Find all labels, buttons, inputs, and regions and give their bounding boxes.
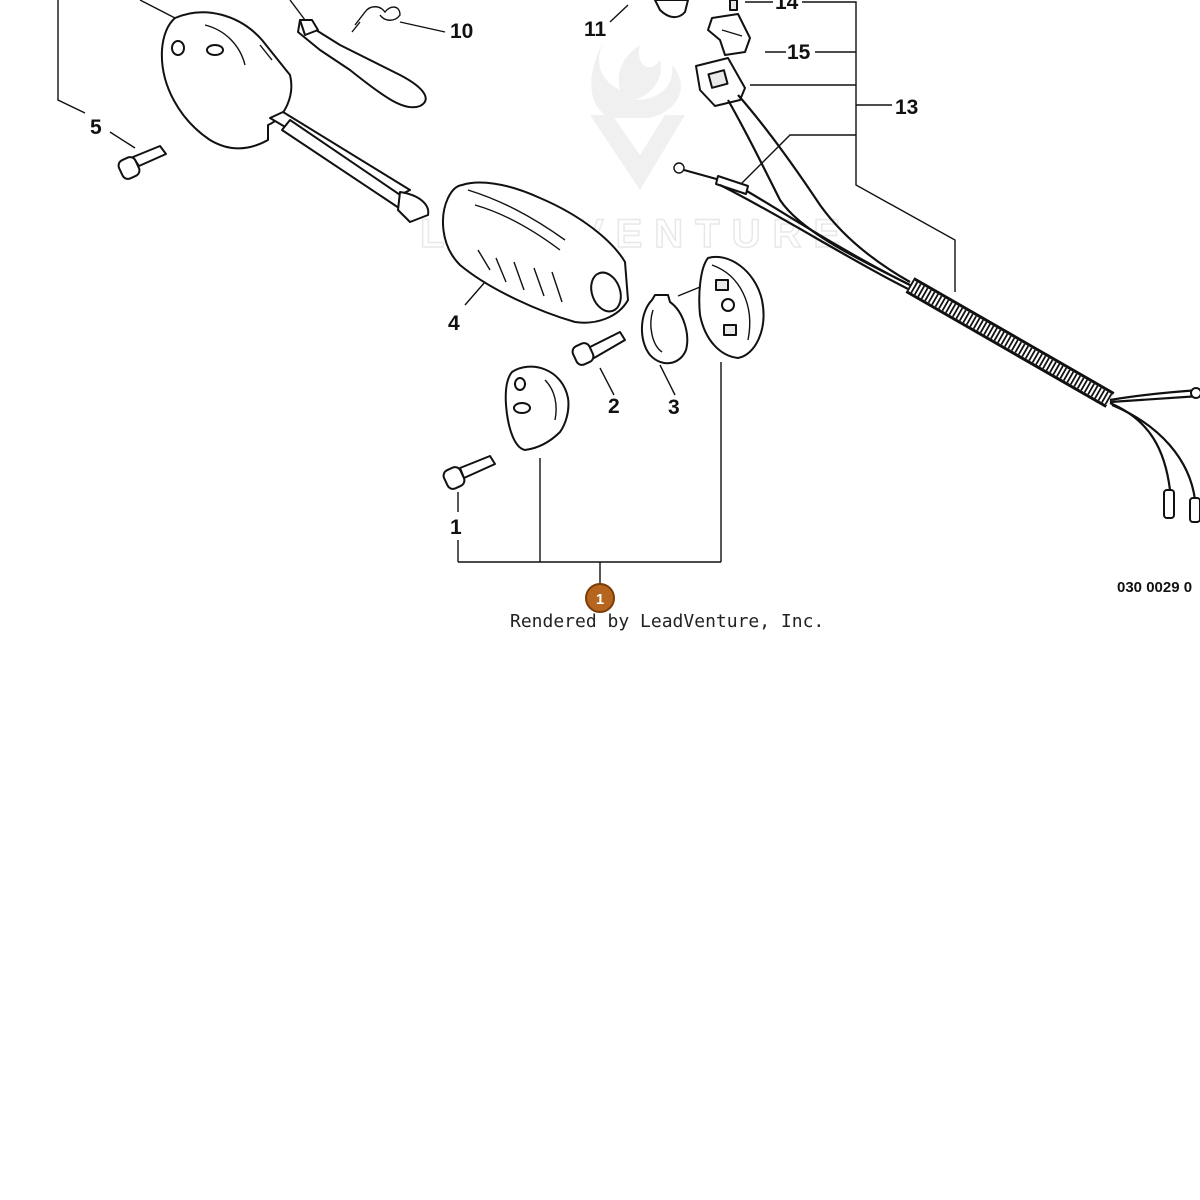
cover-piece bbox=[504, 365, 570, 451]
leader-10 bbox=[399, 21, 446, 33]
leader-7 bbox=[57, 0, 86, 114]
part-code: 030 0029 0 bbox=[1117, 579, 1192, 596]
part-15 bbox=[707, 13, 751, 56]
switch-13 bbox=[695, 57, 746, 107]
callout-7: 5 bbox=[90, 116, 102, 139]
callout-4: 3 bbox=[668, 396, 680, 419]
clamp-4 bbox=[640, 284, 706, 365]
callout-15: 15 bbox=[787, 41, 811, 64]
callout-2: 1 bbox=[450, 516, 462, 539]
part-11 bbox=[654, 0, 689, 18]
leader-11 bbox=[609, 4, 629, 23]
credit-text: Rendered by LeadVenture, Inc. bbox=[510, 611, 824, 632]
wire-harness bbox=[673, 94, 1200, 523]
spring-10 bbox=[351, 6, 401, 33]
grip-5 bbox=[442, 181, 629, 324]
screw-3 bbox=[571, 331, 626, 366]
callout-11: 11 bbox=[584, 18, 607, 41]
screw-2 bbox=[442, 455, 496, 490]
callout-5: 4 bbox=[448, 312, 460, 335]
leader-5 bbox=[464, 281, 486, 306]
part-14 bbox=[729, 0, 738, 11]
callout-14: 14 bbox=[775, 0, 799, 14]
housing-half bbox=[698, 255, 765, 359]
callout-3: 2 bbox=[608, 395, 620, 418]
leader-14-13 bbox=[802, 1, 956, 292]
throttle-trigger bbox=[289, 0, 427, 109]
leader-3 bbox=[599, 367, 615, 396]
screw-7 bbox=[117, 145, 167, 180]
leader-4 bbox=[659, 364, 676, 396]
callout-1: 1 bbox=[596, 591, 604, 608]
throttle-housing bbox=[139, 0, 430, 223]
callout-13: 13 bbox=[895, 96, 918, 119]
callout-10: 10 bbox=[450, 20, 473, 43]
badge-1: 1 bbox=[585, 583, 615, 613]
